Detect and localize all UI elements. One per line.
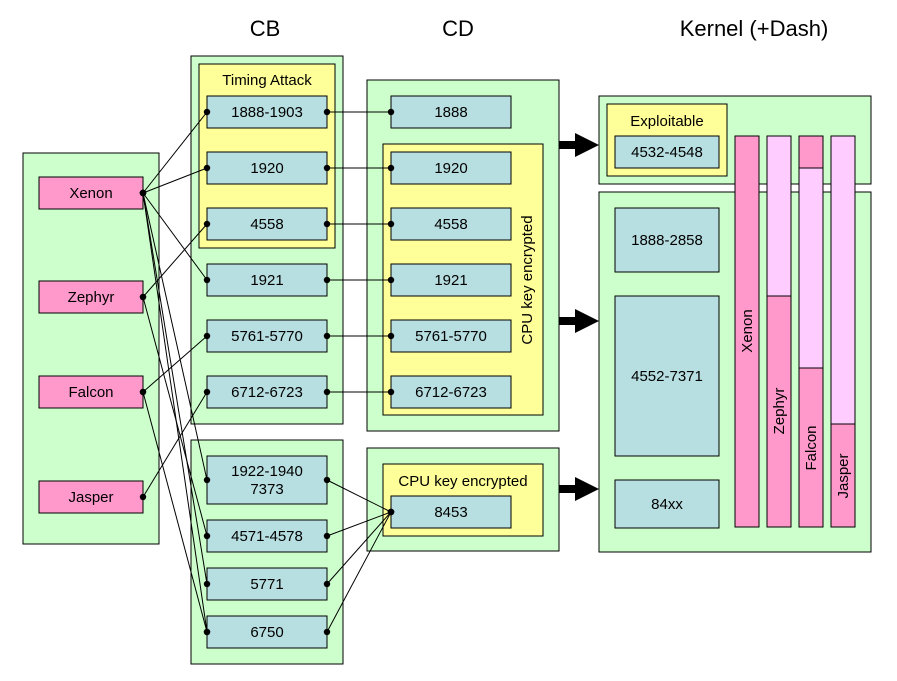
node-cb4558: 4558 xyxy=(206,207,328,241)
bar-falcon: Falcon xyxy=(798,135,824,528)
node-cb6712-label: 6712-6723 xyxy=(231,384,303,401)
node-cd5761: 5761-5770 xyxy=(390,319,512,353)
bar-zephyr: Zephyr xyxy=(766,135,792,528)
timing-attack-label: Timing Attack xyxy=(222,72,312,89)
node-cb6750: 6750 xyxy=(206,615,328,649)
connector-cb5761-to-cd5761 xyxy=(323,332,395,340)
node-falcon-box xyxy=(38,375,144,409)
node-cd6712-label: 6712-6723 xyxy=(415,384,487,401)
node-cb5761-label: 5761-5770 xyxy=(231,328,303,345)
connector-cb1888-to-cd1888 xyxy=(323,108,395,116)
node-jasper-box xyxy=(38,480,144,514)
node-cb1921: 1921 xyxy=(206,263,328,297)
node-cb1922-box xyxy=(206,455,328,505)
node-cb4571-box xyxy=(206,519,328,553)
kernel-range-4552-7371-label: 4552-7371 xyxy=(631,368,703,385)
node-cd1920-label: 1920 xyxy=(434,160,467,177)
arrow-to-kernel-bottom xyxy=(559,477,599,501)
arrow-to-kernel-main xyxy=(559,309,599,333)
kernel-range-84xx-label: 84xx xyxy=(651,496,683,513)
arrow-to-exploitable xyxy=(559,133,599,157)
node-cd4558: 4558 xyxy=(390,207,512,241)
node-cd8453-label: 8453 xyxy=(434,504,467,521)
node-cb1921-box xyxy=(206,263,328,297)
nodes-layer: 1888-1903 1920 4558 1921 5761-5770 6712-6723 1… xyxy=(206,95,512,649)
bar-xenon-label: Xenon xyxy=(739,309,756,352)
connector-cb6712-to-cd6712 xyxy=(323,388,395,396)
connections-layer xyxy=(139,108,395,636)
node-cb1921-label: 1921 xyxy=(250,272,283,289)
exploitable-label: Exploitable xyxy=(630,113,703,130)
node-cb4571-label: 4571-4578 xyxy=(231,528,303,545)
node-cb1920-label: 1920 xyxy=(250,160,283,177)
node-cb5761: 5761-5770 xyxy=(206,319,328,353)
connector-falcon-to-cb6750 xyxy=(139,388,211,636)
connector-zephyr-to-cb4571 xyxy=(139,293,211,540)
bar-jasper-label: Jasper xyxy=(835,453,852,498)
node-xenon: Xenon xyxy=(38,176,144,210)
bar-falcon-label: Falcon xyxy=(803,425,820,470)
node-cb1920: 1920 xyxy=(206,151,328,185)
connector-cb1921-to-cd1921 xyxy=(323,276,395,284)
node-cd4558-label: 4558 xyxy=(434,216,467,233)
exploitable-range-label: 4532-4548 xyxy=(631,144,703,161)
node-cd8453-box xyxy=(390,495,512,529)
cd-cpu-key-label-vertical: CPU key encrypted xyxy=(519,215,536,344)
node-xenon-label: Xenon xyxy=(69,185,112,202)
bar-xenon: Xenon xyxy=(734,135,760,528)
node-zephyr-label: Zephyr xyxy=(68,289,115,306)
node-xenon-box xyxy=(38,176,144,210)
node-cb6750-label: 6750 xyxy=(250,624,283,641)
node-cb4558-box xyxy=(206,207,328,241)
kernel-range-4552-7371 xyxy=(614,295,720,457)
node-cd8453: 8453 xyxy=(390,495,512,529)
node-jasper-label: Jasper xyxy=(68,489,113,506)
node-cd1921: 1921 xyxy=(390,263,512,297)
node-falcon: Falcon xyxy=(38,375,144,409)
cd-bottom-cpu-key-label: CPU key encrypted xyxy=(398,473,527,490)
node-cd4558-box xyxy=(390,207,512,241)
kernel-range-84xx xyxy=(614,479,720,529)
node-falcon-label: Falcon xyxy=(68,384,113,401)
node-cb4571: 4571-4578 xyxy=(206,519,328,553)
node-cd5761-label: 5761-5770 xyxy=(415,328,487,345)
node-cb6712-box xyxy=(206,375,328,409)
node-cd1888: 1888 xyxy=(390,95,512,129)
node-cb5771-box xyxy=(206,567,328,601)
connector-cb6750-to-cd8453 xyxy=(323,508,395,636)
connector-cb1920-to-cd1920 xyxy=(323,164,395,172)
node-cd6712-box xyxy=(390,375,512,409)
header-cd: CD xyxy=(442,16,474,41)
connector-cb4558-to-cd4558 xyxy=(323,220,395,228)
consoles-panel xyxy=(22,152,160,545)
node-cb5771: 5771 xyxy=(206,567,328,601)
node-cb4558-label: 4558 xyxy=(250,216,283,233)
node-cb1888: 1888-1903 xyxy=(206,95,328,129)
node-cd1920-box xyxy=(390,151,512,185)
node-cd1888-box xyxy=(390,95,512,129)
node-cd6712: 6712-6723 xyxy=(390,375,512,409)
node-cb1920-box xyxy=(206,151,328,185)
kernel-range-1888-2858 xyxy=(614,207,720,273)
node-cb5771-label: 5771 xyxy=(250,576,283,593)
node-cd1921-box xyxy=(390,263,512,297)
exploitable-range-box xyxy=(614,135,720,169)
header-kernel: Kernel (+Dash) xyxy=(680,16,829,41)
node-cd1888-label: 1888 xyxy=(434,104,467,121)
node-cd1921-label: 1921 xyxy=(434,272,467,289)
connector-jasper-to-cb6712 xyxy=(139,388,211,501)
kernel-range-1888-2858-label: 1888-2858 xyxy=(631,232,703,249)
header-cb: CB xyxy=(250,16,281,41)
bar-zephyr-label: Zephyr xyxy=(771,388,788,435)
node-cd1920: 1920 xyxy=(390,151,512,185)
node-zephyr: Zephyr xyxy=(38,280,144,314)
bar-jasper: Jasper xyxy=(830,135,856,528)
node-cb6712: 6712-6723 xyxy=(206,375,328,409)
node-cb1888-label: 1888-1903 xyxy=(231,104,303,121)
node-jasper: Jasper xyxy=(38,480,144,514)
